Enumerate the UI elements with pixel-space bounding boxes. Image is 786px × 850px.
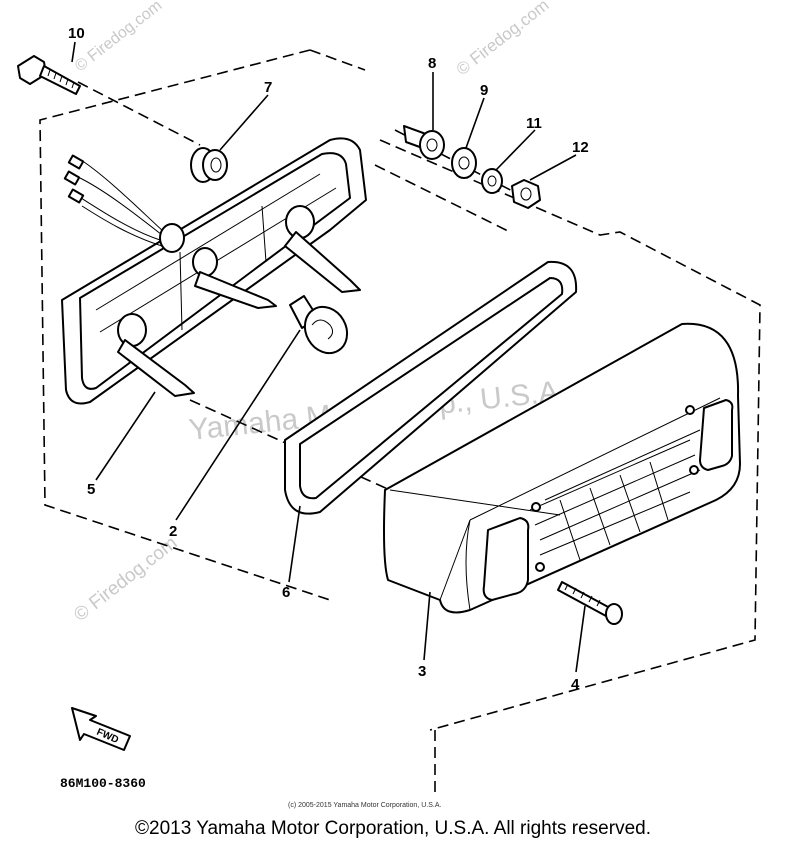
nut-12-icon bbox=[511, 179, 541, 209]
callout-3: 3 bbox=[418, 663, 426, 680]
callout-8: 8 bbox=[428, 55, 436, 72]
lock-washer-11-icon bbox=[481, 168, 503, 194]
assembly-outline-left bbox=[39, 49, 331, 601]
fwd-arrow-icon: FWD bbox=[71, 707, 131, 751]
watermark-left: © Firedog.com bbox=[70, 533, 181, 626]
watermark-top-right-2: © Firedog.com bbox=[453, 0, 553, 79]
callout-12: 12 bbox=[572, 139, 589, 156]
callout-6: 6 bbox=[282, 584, 290, 601]
callout-9: 9 bbox=[480, 82, 488, 99]
bulb-2-icon bbox=[289, 295, 349, 355]
copyright-notice: ©2013 Yamaha Motor Corporation, U.S.A. A… bbox=[135, 818, 651, 839]
gasket-6-icon bbox=[284, 260, 578, 515]
fine-print: (c) 2005-2015 Yamaha Motor Corporation, … bbox=[288, 802, 441, 809]
axis-bolt-10 bbox=[77, 81, 201, 146]
lens-3-icon bbox=[383, 322, 741, 614]
washer-9-icon bbox=[451, 147, 477, 179]
callout-5: 5 bbox=[87, 481, 95, 498]
callout-4: 4 bbox=[571, 676, 580, 693]
watermark-top-right-1: © Firedog.com bbox=[72, 0, 165, 75]
callout-2: 2 bbox=[169, 523, 177, 540]
housing-5-icon bbox=[61, 137, 367, 405]
assembly-link-hardware bbox=[374, 164, 511, 233]
diagram-code: 86M100-8360 bbox=[60, 776, 146, 791]
bolt-10-icon bbox=[17, 55, 81, 95]
assembly-outline-right bbox=[379, 139, 761, 731]
grommet-7-icon bbox=[190, 147, 228, 183]
collar-8-icon bbox=[403, 125, 445, 160]
leader-lines bbox=[71, 41, 586, 673]
assembly-link-top bbox=[309, 49, 366, 71]
callout-7: 7 bbox=[264, 79, 272, 96]
callout-11: 11 bbox=[526, 115, 542, 132]
callout-10: 10 bbox=[68, 25, 85, 42]
screw-4-icon bbox=[557, 581, 623, 625]
